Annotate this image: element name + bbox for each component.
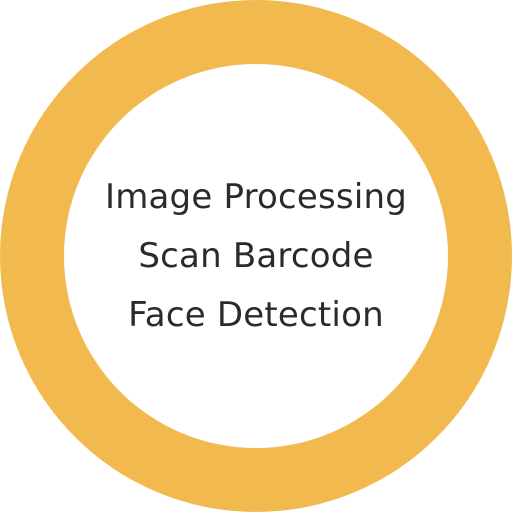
feature-face-detection: Face Detection <box>128 294 384 335</box>
feature-image-processing: Image Processing <box>104 176 408 217</box>
feature-scan-barcode: Scan Barcode <box>138 235 374 276</box>
badge-inner-circle <box>64 64 448 448</box>
